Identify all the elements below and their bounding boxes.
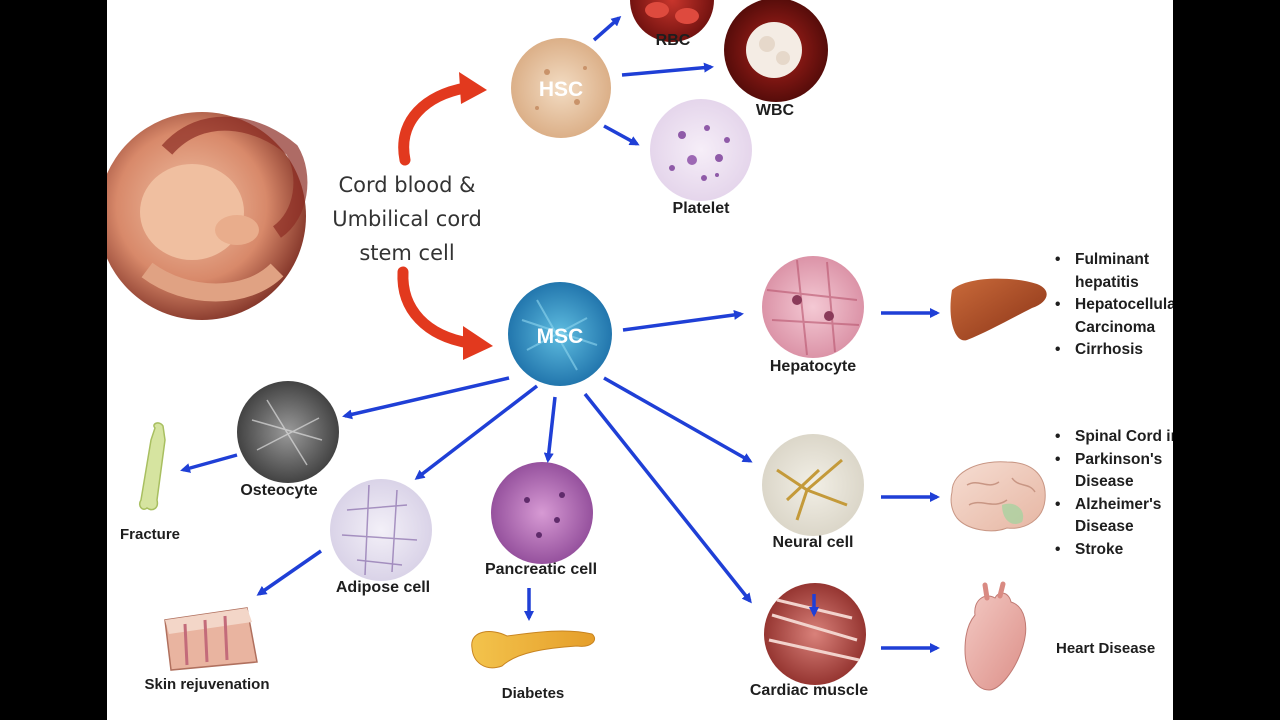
platelet-cell bbox=[650, 99, 752, 201]
pancreatic-cell bbox=[491, 462, 593, 564]
pancreas-icon bbox=[471, 630, 596, 669]
arrow-hsc-platelet bbox=[603, 124, 640, 146]
neural-cell-label: Neural cell bbox=[773, 534, 854, 551]
arrow-msc-adipose bbox=[414, 384, 539, 480]
cardiac-muscle-cell bbox=[764, 583, 866, 685]
liver-disease-list: Fulminant hepatitis Hepatocellular Carci… bbox=[1053, 249, 1173, 362]
skin-icon bbox=[164, 607, 258, 671]
arrows bbox=[180, 16, 940, 653]
rbc-cell bbox=[630, 0, 714, 42]
msc-cell bbox=[508, 282, 612, 386]
arrow-msc-pancreatic bbox=[543, 396, 557, 463]
arrow-msc-neural bbox=[603, 376, 753, 463]
arrow-hsc-wbc bbox=[621, 62, 714, 77]
list-item: Stroke bbox=[1053, 539, 1173, 562]
list-item: Hepatocellular Carcinoma bbox=[1053, 294, 1173, 339]
bone-icon bbox=[138, 422, 166, 511]
center-label-line3: stem cell bbox=[359, 241, 455, 265]
msc-label: MSC bbox=[537, 325, 584, 348]
wbc-label: WBC bbox=[756, 102, 795, 119]
center-label-line2: Umbilical cord bbox=[332, 207, 482, 231]
adipose-cell bbox=[330, 479, 432, 581]
arrow-hsc-rbc bbox=[592, 16, 622, 42]
brain-icon bbox=[950, 461, 1046, 532]
list-item: Parkinson's Disease bbox=[1053, 449, 1173, 494]
liver-icon bbox=[950, 278, 1047, 341]
platelet-label: Platelet bbox=[673, 200, 731, 217]
skin-label: Skin rejuvenation bbox=[144, 676, 269, 693]
cardiac-muscle-label: Cardiac muscle bbox=[750, 682, 868, 699]
list-item: Fulminant hepatitis bbox=[1053, 249, 1173, 294]
arrow-msc-osteocyte bbox=[342, 376, 510, 420]
red-arrow-to-msc bbox=[397, 266, 493, 360]
stem-cell-diagram: Cord blood & Umbilical cord stem cell HS… bbox=[107, 0, 1155, 702]
hsc-label: HSC bbox=[539, 78, 583, 101]
fracture-label: Fracture bbox=[120, 526, 180, 543]
list-item: Alzheimer's Disease bbox=[1053, 494, 1173, 539]
diabetes-label: Diabetes bbox=[502, 685, 565, 702]
diagram-canvas: Cord blood & Umbilical cord stem cell HS… bbox=[107, 0, 1173, 720]
arrow-msc-hepatocyte bbox=[622, 309, 744, 332]
arrow-msc-cardiac bbox=[583, 392, 752, 604]
hepatocyte-label: Hepatocyte bbox=[770, 358, 856, 375]
arrow-adipose-skin bbox=[256, 549, 322, 596]
center-label-line1: Cord blood & bbox=[338, 173, 476, 197]
red-arrow-to-hsc bbox=[398, 72, 487, 166]
osteocyte-cell bbox=[237, 381, 339, 483]
list-item: Spinal Cord injury bbox=[1053, 426, 1173, 449]
arrow-osteocyte-fracture bbox=[180, 453, 238, 473]
heart-icon bbox=[964, 581, 1027, 691]
list-item: Cirrhosis bbox=[1053, 339, 1173, 362]
pancreatic-cell-label: Pancreatic cell bbox=[485, 561, 597, 578]
neuro-disease-list: Spinal Cord injury Parkinson's Disease A… bbox=[1053, 426, 1173, 561]
heart-disease-label: Heart Disease bbox=[1056, 640, 1155, 657]
center-label: Cord blood & Umbilical cord stem cell bbox=[307, 168, 507, 270]
wbc-cell bbox=[724, 0, 828, 102]
hsc-cell bbox=[511, 38, 611, 138]
rbc-label: RBC bbox=[656, 32, 691, 49]
neural-cell bbox=[762, 434, 864, 536]
osteocyte-label: Osteocyte bbox=[240, 482, 317, 499]
adipose-cell-label: Adipose cell bbox=[336, 579, 430, 596]
hepatocyte-cell bbox=[762, 256, 864, 358]
fetus-image bbox=[107, 112, 308, 320]
